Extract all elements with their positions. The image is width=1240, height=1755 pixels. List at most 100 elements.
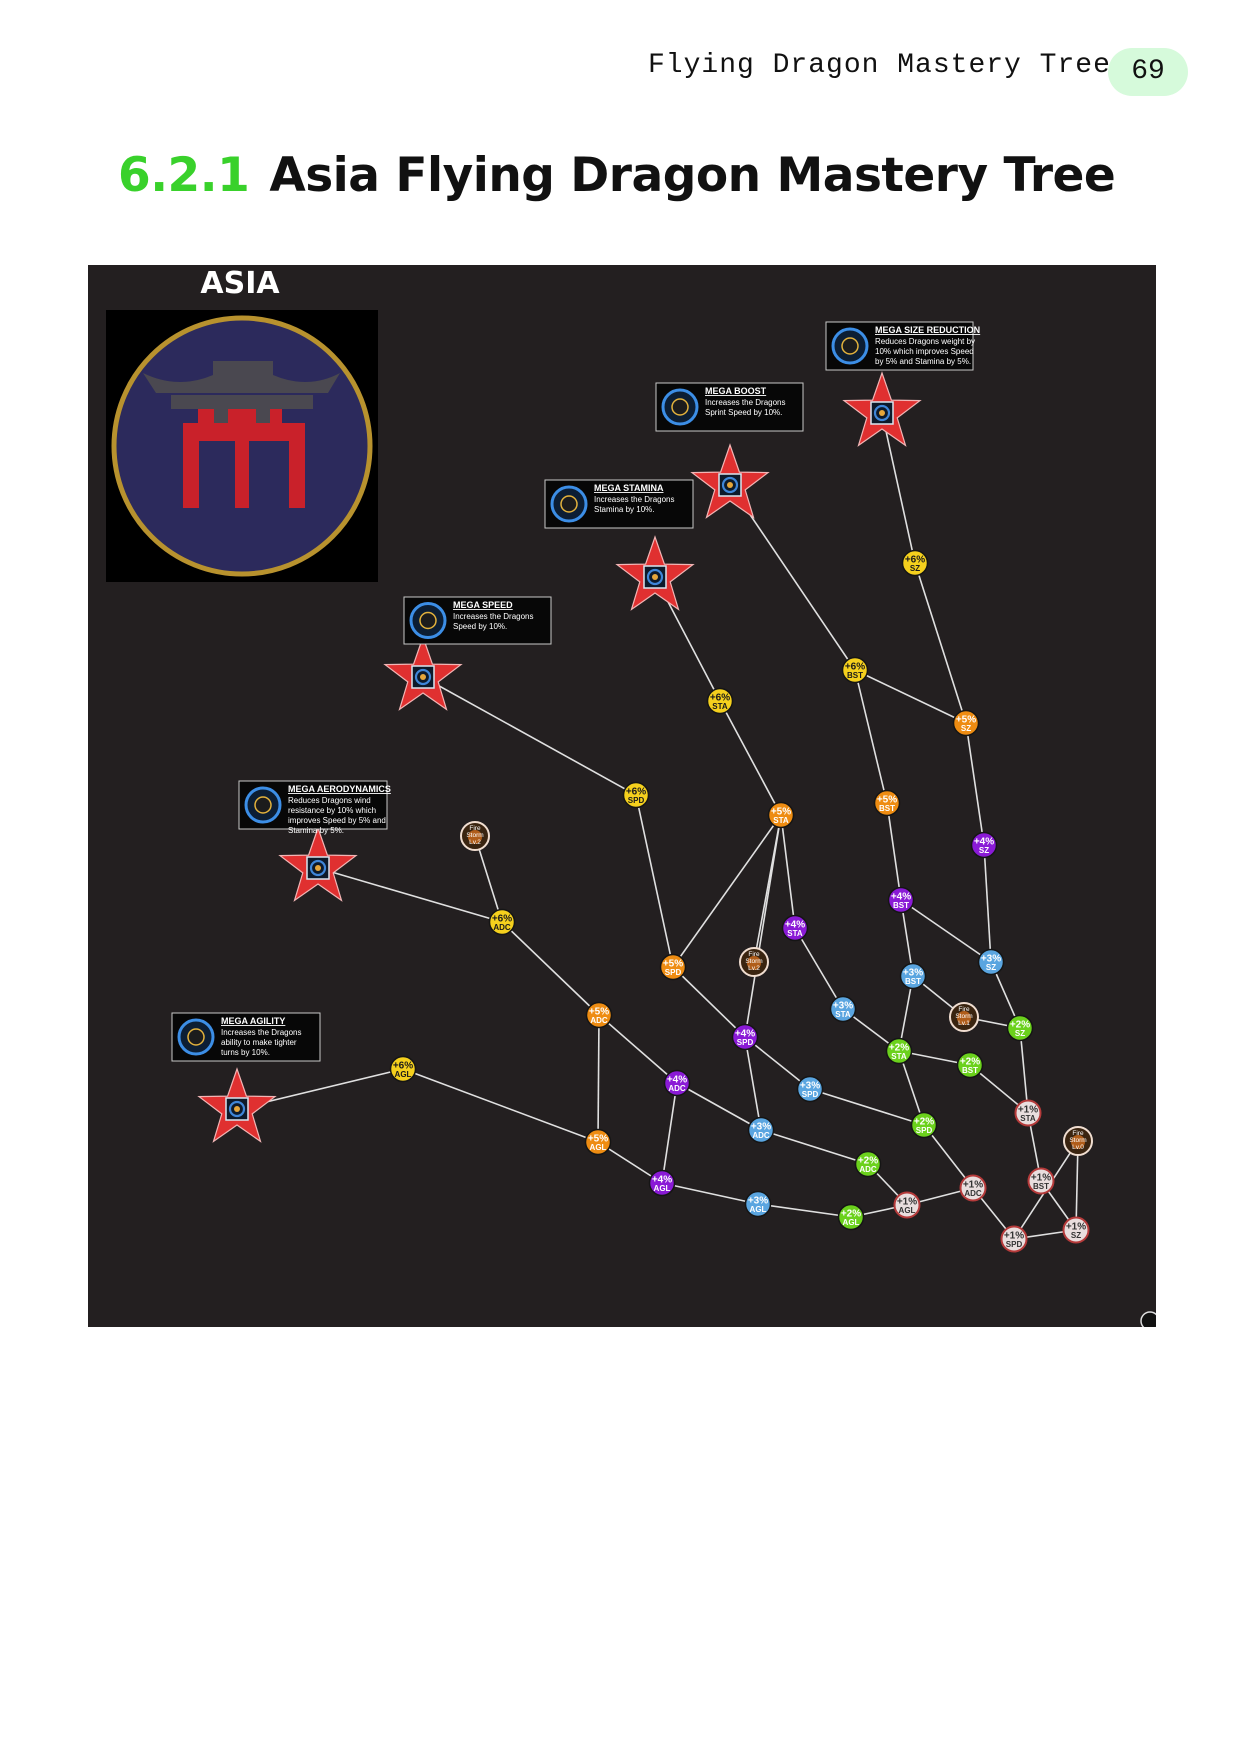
node-stat: BST <box>1033 1182 1049 1191</box>
section-number: 6.2.1 <box>118 148 250 203</box>
node-stat: BST <box>905 977 921 986</box>
stat-node-sta3: +3%STA <box>829 995 857 1023</box>
node-stat: ADC <box>752 1131 770 1140</box>
node-value: +5% <box>663 959 683 970</box>
tree-connector <box>744 814 782 1038</box>
stat-node-sta6: +6%STA <box>706 687 734 715</box>
fire-storm-nodes: FireStormLv.2FireStormLv.2FireStormLv.1F… <box>460 821 1156 1327</box>
tooltip-line: resistance by 10% which <box>288 806 376 815</box>
stat-node-adc1: +1%ADC <box>959 1174 987 1202</box>
tooltip-line: Increases the Dragons <box>453 612 534 621</box>
tree-connector <box>597 1014 600 1143</box>
tooltip-line: Stamina by 10%. <box>594 505 654 514</box>
stat-node-agl5: +5%AGL <box>584 1128 612 1156</box>
tree-connector <box>914 562 967 724</box>
tree-connector <box>744 1036 762 1131</box>
tree-connector <box>422 676 637 796</box>
fire-storm-label: Fire <box>1072 1130 1084 1137</box>
fire-storm-label: Fire <box>958 1006 970 1013</box>
node-stat: ADC <box>590 1016 608 1025</box>
tree-connector <box>501 921 600 1016</box>
tree-connector <box>757 1203 852 1218</box>
node-value: +5% <box>771 807 791 818</box>
fire-storm-label: Storm <box>955 1013 972 1020</box>
node-stat: AGL <box>590 1143 607 1152</box>
tooltip-line: Stamina by 5%. <box>288 826 344 835</box>
tooltip-line: Reduces Dragons weight by <box>875 337 975 346</box>
stat-node-sz2: +2%SZ <box>1006 1014 1034 1042</box>
stat-node-bst6: +6%BST <box>841 656 869 684</box>
stat-node-adc6: +6%ADC <box>488 908 516 936</box>
stat-node-bst3: +3%BST <box>899 962 927 990</box>
node-value: +6% <box>710 693 730 704</box>
stat-node-agl2: +2%AGL <box>837 1203 865 1231</box>
node-stat: ADC <box>668 1084 686 1093</box>
tooltip-line: ability to make tighter <box>221 1038 297 1047</box>
fire-storm-label: Storm <box>745 958 762 965</box>
node-stat: SZ <box>1015 1029 1025 1038</box>
tree-connector <box>635 794 674 968</box>
node-value: +2% <box>858 1156 878 1167</box>
node-stat: SPD <box>737 1038 754 1047</box>
stat-node-sta4: +4%STA <box>781 914 809 942</box>
fire-storm-label: Lv.2 <box>469 839 481 846</box>
node-stat: SZ <box>986 963 996 972</box>
node-stat: AGL <box>843 1218 860 1227</box>
tree-connector <box>474 835 503 923</box>
tree-connector <box>983 844 992 963</box>
mega-speed-star-node <box>383 635 463 711</box>
fire-storm-label: Storm <box>466 832 483 839</box>
tree-connector <box>854 669 967 724</box>
torii-gate-emblem <box>106 310 378 582</box>
tooltip-title: MEGA SPEED <box>453 600 513 610</box>
stat-node-sz5: +5%SZ <box>952 709 980 737</box>
tooltip-line: Speed by 10%. <box>453 622 507 631</box>
node-value: +6% <box>626 787 646 798</box>
node-value: +5% <box>877 795 897 806</box>
node-value: +5% <box>588 1134 608 1145</box>
tree-connector <box>794 927 844 1010</box>
stat-node-agl1: +1%AGL <box>893 1191 921 1219</box>
fire-storm-label: Fire <box>469 825 481 832</box>
tooltip-line: Increases the Dragons <box>221 1028 302 1037</box>
fire-storm-label: Lv.1 <box>958 1020 970 1027</box>
node-value: +4% <box>785 920 805 931</box>
tooltip-title: MEGA AERODYNAMICS <box>288 784 391 794</box>
fire-storm-label: Lv.0 <box>1072 1144 1084 1151</box>
tree-connector <box>744 1036 811 1090</box>
stat-node-spd2: +2%SPD <box>910 1111 938 1139</box>
tree-connector <box>900 899 992 963</box>
node-value: +1% <box>1066 1222 1086 1233</box>
tree-connector <box>317 867 503 923</box>
fire-storm-label: Lv.2 <box>748 965 760 972</box>
stat-node-agl4: +4%AGL <box>648 1169 676 1197</box>
node-value: +1% <box>1031 1173 1051 1184</box>
node-value: +1% <box>963 1180 983 1191</box>
node-stat: SPD <box>665 968 682 977</box>
node-stat: AGL <box>750 1205 767 1214</box>
node-value: +3% <box>903 968 923 979</box>
stat-node-bst5: +5%BST <box>873 789 901 817</box>
node-stat: SPD <box>916 1126 933 1135</box>
node-stat: STA <box>891 1052 907 1061</box>
mega-agility-tooltip: MEGA AGILITY Increases the Dragonsability… <box>171 1012 321 1062</box>
tooltip-line: Increases the Dragons <box>594 495 675 504</box>
node-value: +3% <box>800 1081 820 1092</box>
node-value: +3% <box>981 954 1001 965</box>
node-value: +3% <box>833 1001 853 1012</box>
node-value: +2% <box>889 1043 909 1054</box>
node-value: +6% <box>492 914 512 925</box>
node-stat: ADC <box>859 1165 877 1174</box>
mega-boost-star-node <box>690 443 770 519</box>
tree-connector <box>661 1182 759 1205</box>
stat-node-bst4: +4%BST <box>887 886 915 914</box>
tooltip-title: MEGA AGILITY <box>221 1016 285 1026</box>
node-value: +5% <box>956 715 976 726</box>
stat-node-spd5: +5%SPD <box>659 953 687 981</box>
